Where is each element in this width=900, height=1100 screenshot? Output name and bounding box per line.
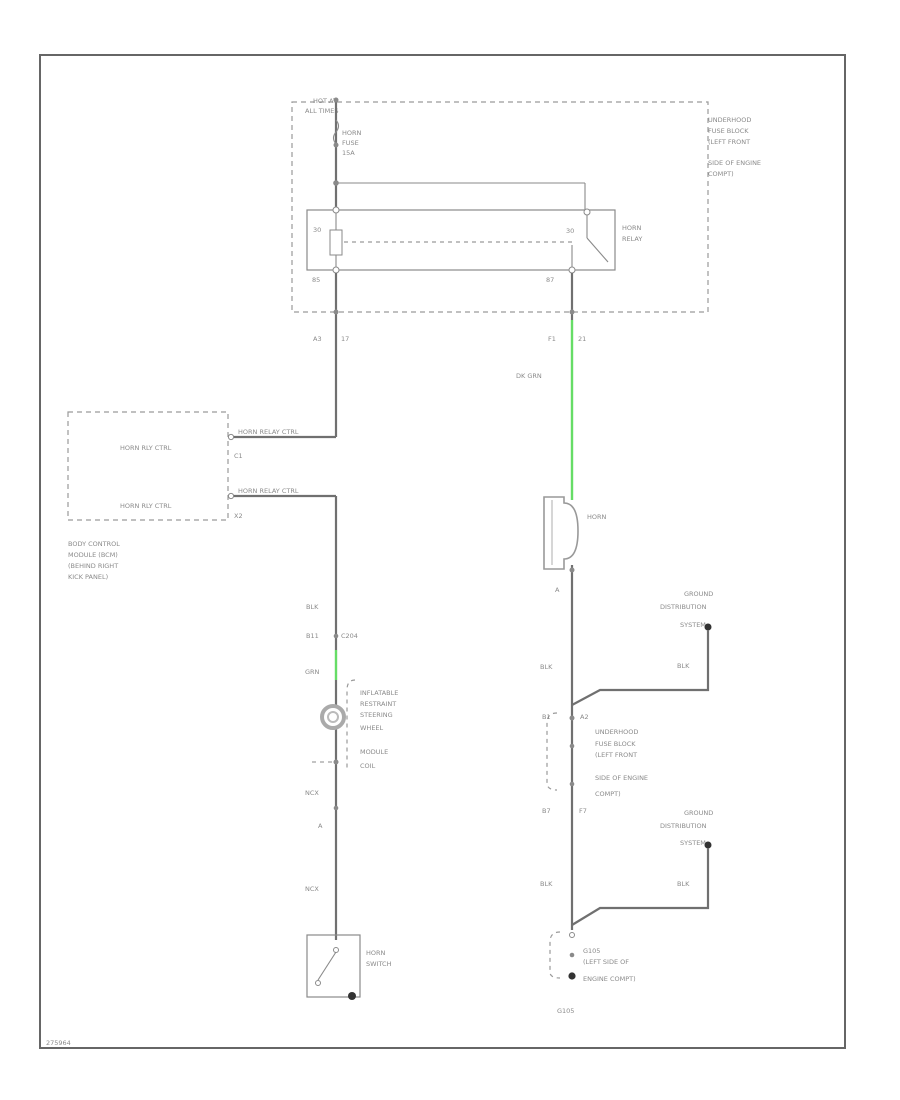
dk-grn-wire-label: DK GRN: [516, 372, 542, 380]
horn-fuse-label-3: 15A: [342, 149, 355, 157]
restraint-label-1: INFLATABLE: [360, 689, 398, 697]
conn-f7-label: F7: [579, 807, 587, 815]
horn-switch-ground-icon: [348, 992, 356, 1000]
g105-label-3: ENGINE COMPT): [583, 975, 636, 983]
underhood-2-label-1: UNDERHOOD: [595, 728, 638, 736]
diagram-frame: [39, 54, 846, 1049]
figure-id: 275964: [46, 1039, 71, 1047]
blk-wire-label-2: BLK: [540, 663, 553, 671]
hot-at-label-2: ALL TIMES: [305, 107, 338, 115]
relay-coil-icon: [329, 229, 343, 256]
relay-switch-arm: [586, 237, 609, 263]
horn-pin-label: A: [555, 586, 560, 594]
horn-fuse-icon: [332, 119, 340, 145]
conn-b1-label: B1: [542, 713, 551, 721]
underhood-2-label-4: SIDE OF ENGINE: [595, 774, 648, 782]
inflatable-restraint-outline: [346, 679, 356, 768]
grn-wire-label: GRN: [305, 668, 320, 676]
conn-a2-label: A2: [580, 713, 589, 721]
underhood-fuse-label-2: FUSE BLOCK: [708, 127, 749, 135]
blk-wire-g2-label: BLK: [677, 880, 690, 888]
horn-relay-box: [306, 209, 616, 271]
hot-at-label-1: HOT AT: [313, 97, 337, 105]
ground-dist-1-label-3: SYSTEM: [680, 621, 706, 629]
blk-wire-label-3: BLK: [540, 880, 553, 888]
horn-fuse-label-1: HORN: [342, 129, 362, 137]
fuse-bottom-terminal: [333, 142, 339, 148]
conn-c204-label: C204: [341, 632, 358, 640]
underhood-fuse-label-5: COMPT): [708, 170, 734, 178]
conn-b7-label: B7: [542, 807, 551, 815]
underhood-fuse-label-1: UNDERHOOD: [708, 116, 751, 124]
underhood-2-label-2: FUSE BLOCK: [595, 740, 636, 748]
bcm-label-3: (BEHIND RIGHT: [68, 562, 118, 570]
pin-a-label: A: [318, 822, 323, 830]
ground-dist-2-label-2: DISTRIBUTION: [660, 822, 707, 830]
conn-a3-label: A3: [313, 335, 322, 343]
ncx-wire-label-2: NCX: [305, 885, 319, 893]
horn-switch-label-1: HORN: [366, 949, 386, 957]
horn-switch-box: [306, 934, 361, 998]
relay-pin-85-top: 30: [313, 226, 321, 234]
conn-f1-label: F1: [548, 335, 556, 343]
horn-switch-label-2: SWITCH: [366, 960, 392, 968]
ground-dist-2-label-1: GROUND: [684, 809, 713, 817]
ground-dist-1-icon: [704, 623, 712, 631]
ground-dist-2-label-3: SYSTEM: [680, 839, 706, 847]
blk-wire-label-1: BLK: [306, 603, 319, 611]
fuse-top-terminal: [333, 97, 339, 103]
horn-fuse-label-2: FUSE: [342, 139, 359, 147]
conn-21-label: 21: [578, 335, 586, 343]
ground-dist-2-icon: [704, 841, 712, 849]
bcm-wire-2-label: HORN RELAY CTRL: [238, 487, 299, 495]
bcm-input-2: HORN RLY CTRL: [120, 502, 172, 510]
horn-label: HORN: [587, 513, 607, 521]
ground-g105-icon: [568, 972, 576, 980]
restraint-label-5: MODULE: [360, 748, 388, 756]
bcm-input-1: HORN RLY CTRL: [120, 444, 172, 452]
conn-17-label: 17: [341, 335, 349, 343]
bcm-pin-c1: C1: [234, 452, 243, 460]
underhood-2-label-3: (LEFT FRONT: [595, 751, 637, 759]
ncx-wire-label-1: NCX: [305, 789, 319, 797]
ground-dist-1-label-2: DISTRIBUTION: [660, 603, 707, 611]
relay-pin-86: 85: [312, 276, 320, 284]
underhood-2-label-5: COMPT): [595, 790, 621, 798]
restraint-label-4: WHEEL: [360, 724, 384, 732]
bcm-pin-x2: X2: [234, 512, 243, 520]
underhood-fuse-block-outline: [291, 101, 709, 313]
bcm-outline: [67, 411, 229, 521]
bcm-label-2: MODULE (BCM): [68, 551, 118, 559]
ground-g105-outline: [549, 931, 561, 979]
underhood-fuse-label-3: (LEFT FRONT: [708, 138, 750, 146]
ground-dist-1-label-1: GROUND: [684, 590, 713, 598]
horn-relay-label-1: HORN: [622, 224, 642, 232]
underhood-fuse-label-4: SIDE OF ENGINE: [708, 159, 761, 167]
relay-pin-30: 30: [566, 227, 574, 235]
ground-code-label: G105: [557, 1007, 574, 1015]
horn-switch-contact-icon: [317, 951, 337, 981]
g105-label-1: G105: [583, 947, 600, 955]
conn-b11-label: B11: [306, 632, 319, 640]
g105-label-2: (LEFT SIDE OF: [583, 958, 629, 966]
restraint-label-3: STEERING: [360, 711, 393, 719]
restraint-label-6: COIL: [360, 762, 376, 770]
horn-icon: [543, 496, 579, 570]
bcm-label-4: KICK PANEL): [68, 573, 108, 581]
restraint-label-2: RESTRAINT: [360, 700, 396, 708]
relay-pin-87: 87: [546, 276, 554, 284]
horn-relay-label-2: RELAY: [622, 235, 642, 243]
blk-wire-g1-label: BLK: [677, 662, 690, 670]
bcm-label-1: BODY CONTROL: [68, 540, 120, 548]
bcm-wire-1-label: HORN RELAY CTRL: [238, 428, 299, 436]
